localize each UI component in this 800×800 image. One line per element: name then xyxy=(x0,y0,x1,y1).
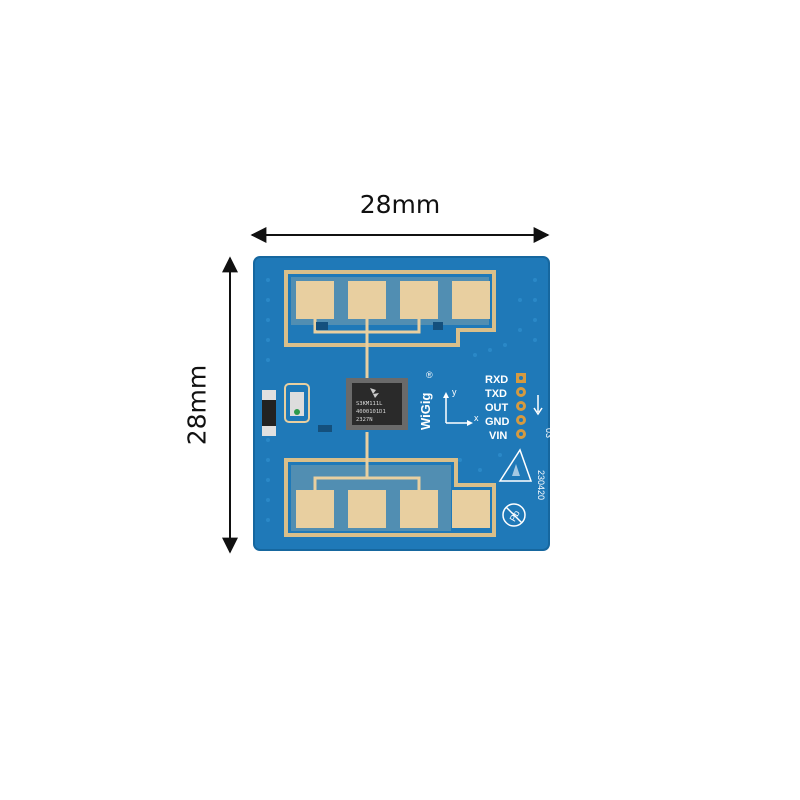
registered-mark: ® xyxy=(426,370,433,380)
esd-warning-icon xyxy=(498,448,533,482)
antenna-patch xyxy=(348,490,386,528)
axis-icon: y x xyxy=(443,387,479,426)
pin-label-vin: VIN xyxy=(489,430,507,442)
date-code-label: 230420 xyxy=(536,470,546,500)
axis-y-label: y xyxy=(452,387,457,397)
lead-free-icon: Pb xyxy=(502,503,526,527)
chip-marking: 4000101D1 xyxy=(356,409,386,415)
antenna-patch xyxy=(400,281,438,319)
antenna-patch xyxy=(452,281,490,319)
pin-label-rxd: RXD xyxy=(485,374,508,386)
brand-label: WiGig xyxy=(418,393,433,430)
antenna-patch xyxy=(400,490,438,528)
revision-label: 03 xyxy=(544,428,554,438)
pb-label: Pb xyxy=(508,509,522,524)
pin-label-txd: TXD xyxy=(485,388,507,400)
antenna-patch xyxy=(452,490,490,528)
arrow-down-icon xyxy=(533,395,543,416)
chip-marking: S3KM111L xyxy=(356,401,383,407)
chip-logo-icon xyxy=(370,388,379,398)
via-pattern xyxy=(266,278,537,522)
radar-chip: S3KM111L 4000101D1 2327N xyxy=(346,378,408,430)
antenna-patch xyxy=(348,281,386,319)
antenna-patch xyxy=(296,490,334,528)
top-antenna-array xyxy=(284,270,496,380)
chip-marking: 2327N xyxy=(356,417,373,423)
pin-label-gnd: GND xyxy=(485,416,510,428)
width-dimension-label: 28mm xyxy=(359,190,441,219)
axis-x-label: x xyxy=(474,413,479,423)
pin-label-out: OUT xyxy=(485,402,509,414)
pin-header: RXD TXD OUT GND VIN xyxy=(485,373,543,442)
bottom-antenna-array xyxy=(284,432,496,537)
antenna-patch xyxy=(296,281,334,319)
sensor-component xyxy=(262,383,332,436)
